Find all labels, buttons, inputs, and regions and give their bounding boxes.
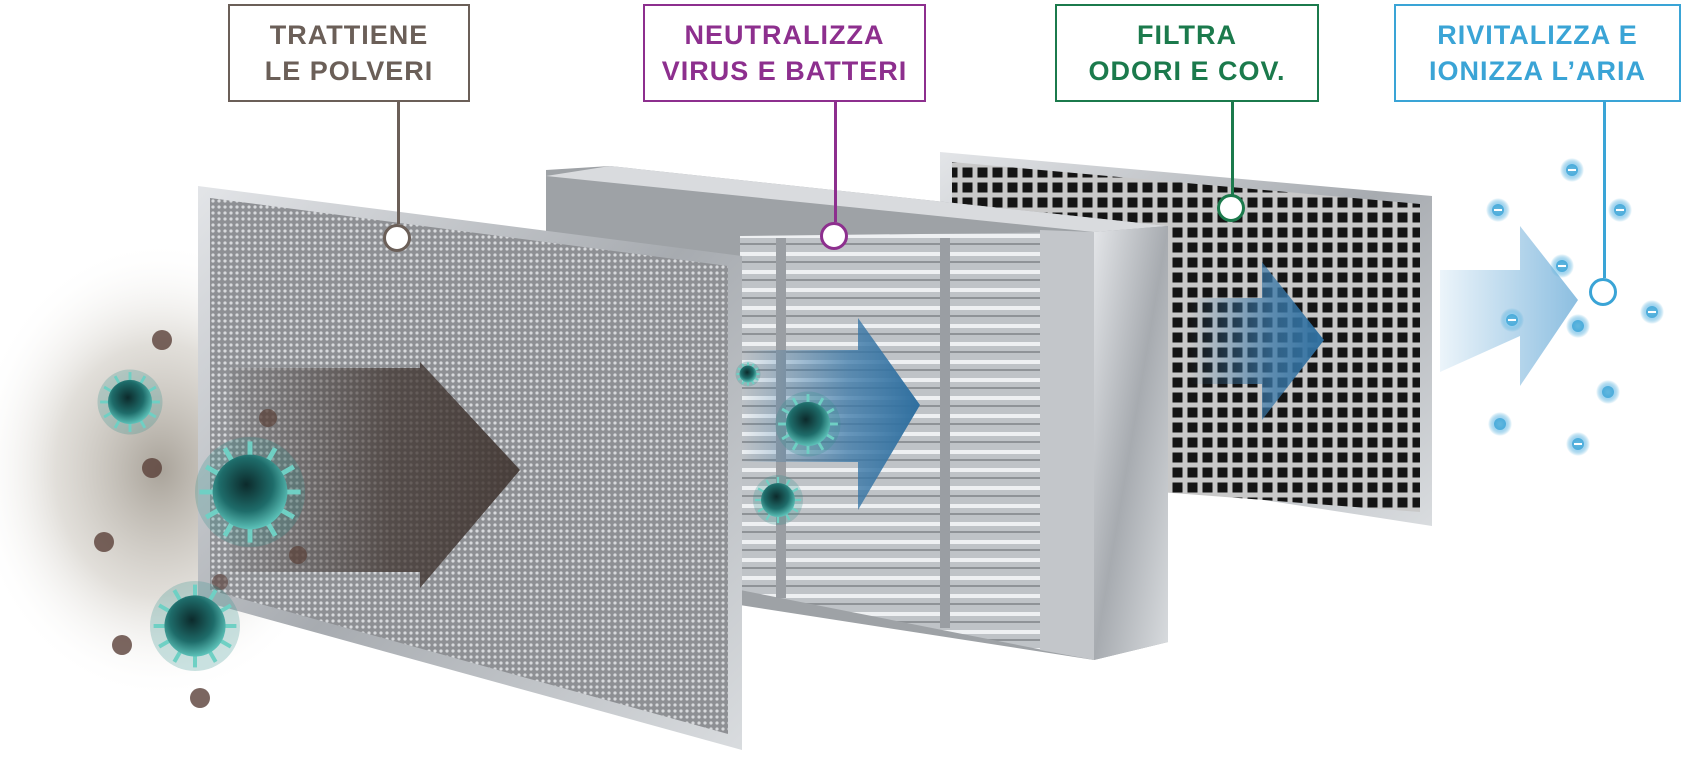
virus-icon <box>775 391 841 457</box>
ion-icon <box>1550 254 1574 278</box>
virus-icon <box>735 361 761 387</box>
stage-label-line2: VIRUS E BATTERI <box>661 56 908 86</box>
air-flow-arrow-1 <box>740 318 920 510</box>
stage-label-line1: TRATTIENE <box>269 20 429 50</box>
ion-icon <box>1488 412 1512 436</box>
virus-icon <box>97 369 163 435</box>
marker-dot-dust <box>383 224 411 252</box>
marker-dot-odor <box>1217 194 1245 222</box>
virus-icon <box>150 581 240 671</box>
stage-label-line2: LE POLVERI <box>264 56 434 86</box>
ion-icon <box>1608 198 1632 222</box>
stage-label-odor: FILTRA ODORI E COV. <box>1055 4 1319 102</box>
air-flow-arrow-3 <box>1440 226 1578 386</box>
ion-icon <box>1500 308 1524 332</box>
stage-label-line1: RIVITALIZZA E <box>1437 20 1638 50</box>
connector-line-dust <box>397 102 400 224</box>
connector-line-ionize <box>1603 102 1606 278</box>
air-flow-arrow-2 <box>1190 262 1324 420</box>
stage-label-line2: ODORI E COV. <box>1088 56 1286 86</box>
marker-dot-virus <box>820 222 848 250</box>
dust-particles <box>94 330 307 708</box>
ion-icon <box>1640 300 1664 324</box>
stage-label-line1: FILTRA <box>1137 20 1237 50</box>
connector-line-odor <box>1231 102 1234 196</box>
ion-icon <box>1486 198 1510 222</box>
stage-label-line2: IONIZZA L’ARIA <box>1429 56 1646 86</box>
virus-icon <box>753 475 803 525</box>
stage-label-ionize: RIVITALIZZA E IONIZZA L’ARIA <box>1394 4 1681 102</box>
ion-icon <box>1560 158 1584 182</box>
connector-line-virus <box>834 102 837 222</box>
dust-flow-arrow <box>230 362 520 588</box>
ion-icon <box>1596 380 1620 404</box>
ion-icon <box>1566 432 1590 456</box>
marker-dot-ionize <box>1589 278 1617 306</box>
ion-icon <box>1566 314 1590 338</box>
stage-label-line1: NEUTRALIZZA <box>684 20 885 50</box>
stage-label-dust: TRATTIENE LE POLVERI <box>228 4 470 102</box>
virus-icon <box>195 437 305 547</box>
stage-label-virus: NEUTRALIZZA VIRUS E BATTERI <box>643 4 926 102</box>
virus-particles <box>97 361 841 671</box>
negative-ions <box>1486 158 1664 456</box>
